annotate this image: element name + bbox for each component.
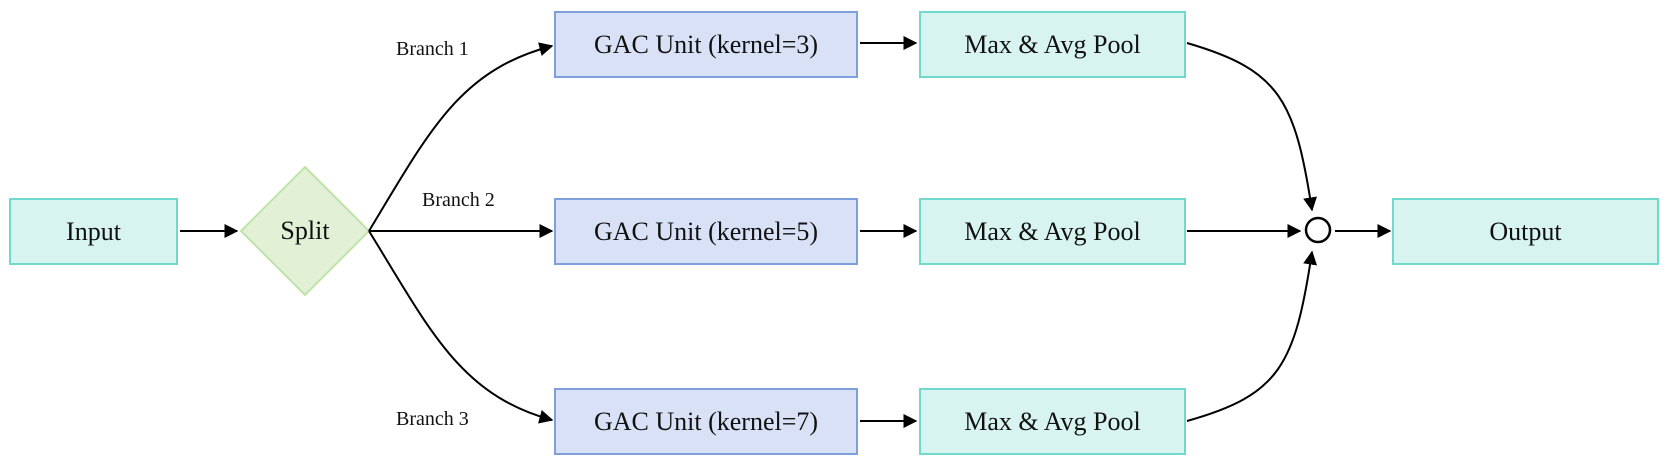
branch-label-3: Branch 3 xyxy=(396,408,469,430)
input-label: Input xyxy=(66,216,121,246)
pool-node-3-label: Max & Avg Pool xyxy=(964,406,1141,436)
split-diamond xyxy=(239,165,371,297)
gac-unit-kernel-3-label: GAC Unit (kernel=3) xyxy=(593,29,819,59)
gac-unit-kernel-7: GAC Unit (kernel=7) xyxy=(554,388,858,455)
pool-node-2-label: Max & Avg Pool xyxy=(964,216,1141,246)
gac-unit-kernel-5: GAC Unit (kernel=5) xyxy=(554,198,858,265)
split-label: Split xyxy=(280,216,330,245)
input-node: Input xyxy=(9,198,178,265)
gac-unit-kernel-7-label: GAC Unit (kernel=7) xyxy=(593,406,819,436)
gac-unit-kernel-3: GAC Unit (kernel=3) xyxy=(554,11,858,78)
branch-label-2: Branch 2 xyxy=(422,189,495,211)
branch-label-1: Branch 1 xyxy=(396,38,469,60)
pool-node-3: Max & Avg Pool xyxy=(919,388,1186,455)
edge-split-gac3 xyxy=(368,230,554,424)
output-label: Output xyxy=(1489,216,1562,246)
pool-node-1: Max & Avg Pool xyxy=(919,11,1186,78)
pool-node-2: Max & Avg Pool xyxy=(919,198,1186,265)
edge-split-gac1 xyxy=(368,42,554,232)
pool-node-1-label: Max & Avg Pool xyxy=(964,29,1141,59)
edge-pool1-concat xyxy=(1186,42,1317,212)
output-node: Output xyxy=(1392,198,1659,265)
concat-circle xyxy=(1304,216,1332,244)
gac-unit-kernel-5-label: GAC Unit (kernel=5) xyxy=(593,216,819,246)
edge-pool3-concat xyxy=(1186,250,1318,422)
